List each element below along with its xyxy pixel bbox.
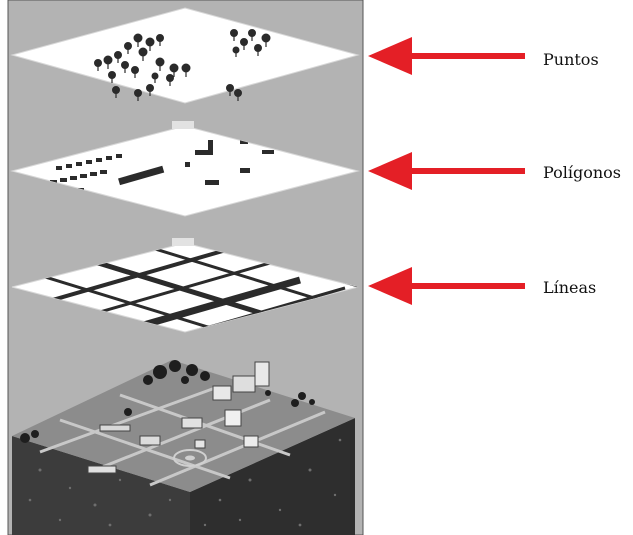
arrow-left-icon <box>368 37 525 75</box>
tree-icon <box>94 29 271 101</box>
layer-polygons-tab <box>172 121 194 129</box>
terrain-buildings <box>87 361 270 474</box>
label-lines: Líneas <box>543 278 597 297</box>
layer-points <box>10 7 360 104</box>
label-points: Puntos <box>543 50 599 69</box>
label-polygons: Polígonos <box>543 163 622 182</box>
terrain-side-right <box>190 418 355 535</box>
layer-lines-tab <box>172 238 194 246</box>
layer-points-sheet <box>10 7 360 104</box>
arrow-left-icon <box>368 267 525 305</box>
terrain-block <box>12 360 355 535</box>
terrain-side-left <box>12 436 190 535</box>
arrow-left-icon <box>368 152 525 190</box>
layer-polygons-sheet <box>10 125 360 217</box>
terrain-trees <box>20 360 315 443</box>
